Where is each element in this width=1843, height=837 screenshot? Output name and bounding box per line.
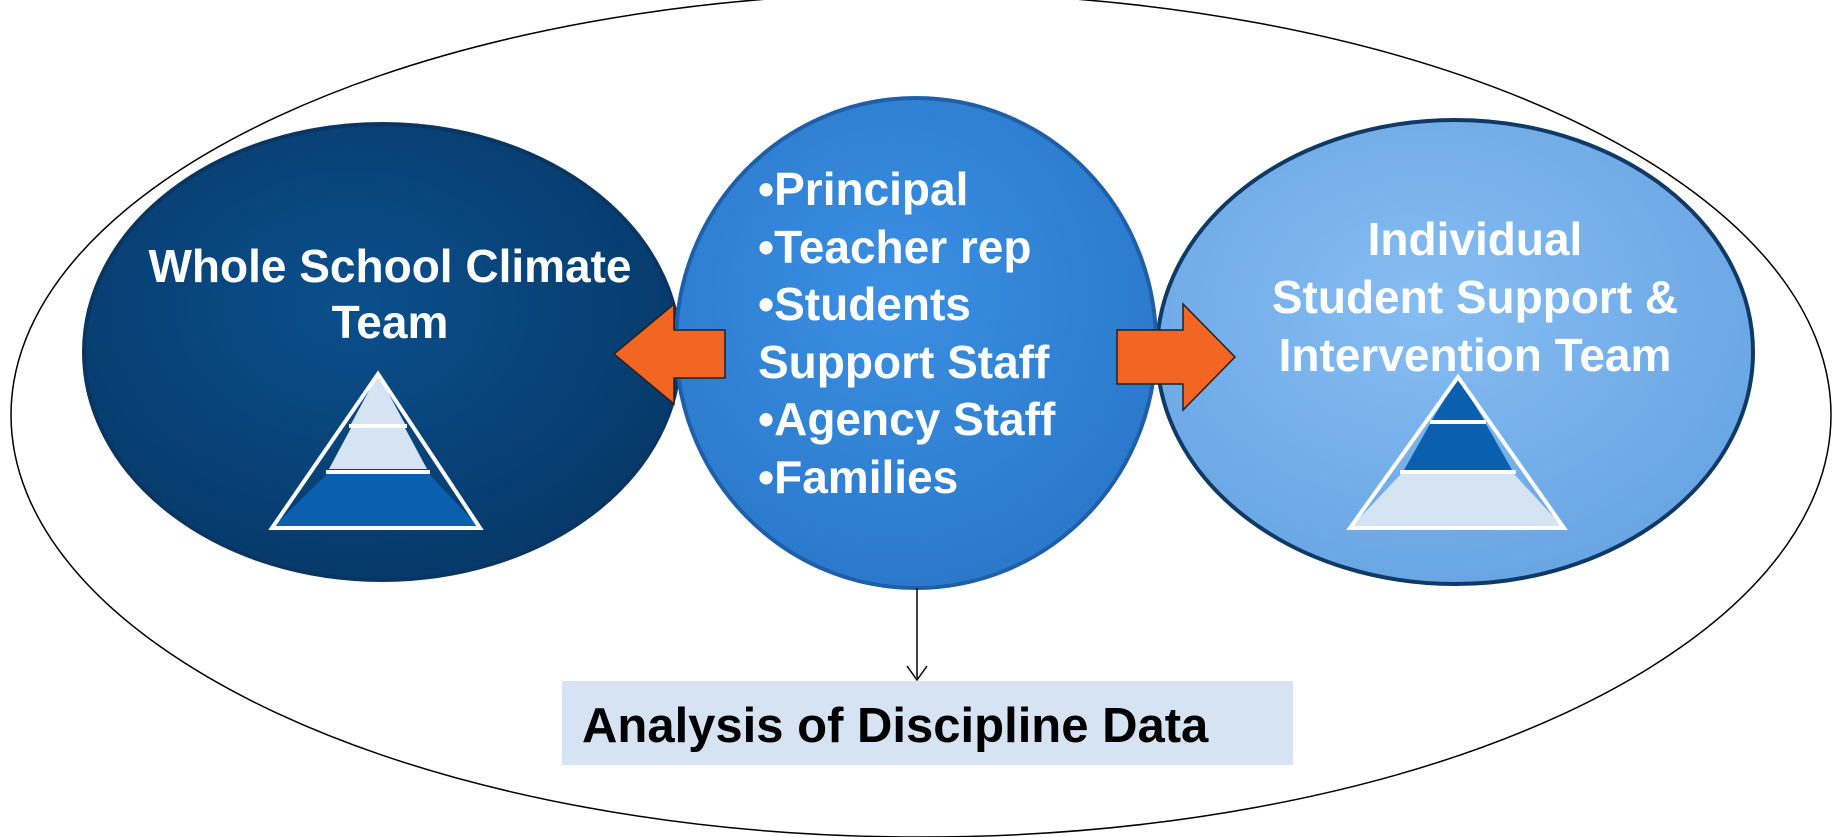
outer-ellipse <box>10 0 1832 837</box>
member-item: Support Staff <box>758 335 1050 388</box>
right-pyramid <box>1346 373 1568 530</box>
member-item: •Principal <box>758 163 969 215</box>
member-item: •Students <box>758 278 971 330</box>
left-team-label-line1: Whole School Climate <box>148 240 632 292</box>
right-team-label-line2: Student Support & <box>1271 271 1679 323</box>
arrow-right <box>1116 302 1237 412</box>
right-team-label: Individual Student Support & Interventio… <box>1215 210 1735 384</box>
arrow-left <box>612 302 726 406</box>
right-team-label-line3: Intervention Team <box>1278 329 1672 381</box>
left-team-label-line2: Team <box>331 296 449 348</box>
right-team-label-line1: Individual <box>1367 213 1583 265</box>
analysis-label: Analysis of Discipline Data <box>582 699 1209 753</box>
member-item: •Teacher rep <box>758 220 1032 273</box>
member-list: •Principal •Teacher rep •Students Suppor… <box>758 161 1098 506</box>
member-item: •Families <box>758 450 959 503</box>
down-arrow-head <box>906 665 928 682</box>
member-item: •Agency Staff <box>758 393 1056 445</box>
analysis-box <box>562 681 1293 765</box>
left-team-label: Whole School Climate Team <box>120 238 660 350</box>
left-pyramid <box>268 370 484 530</box>
